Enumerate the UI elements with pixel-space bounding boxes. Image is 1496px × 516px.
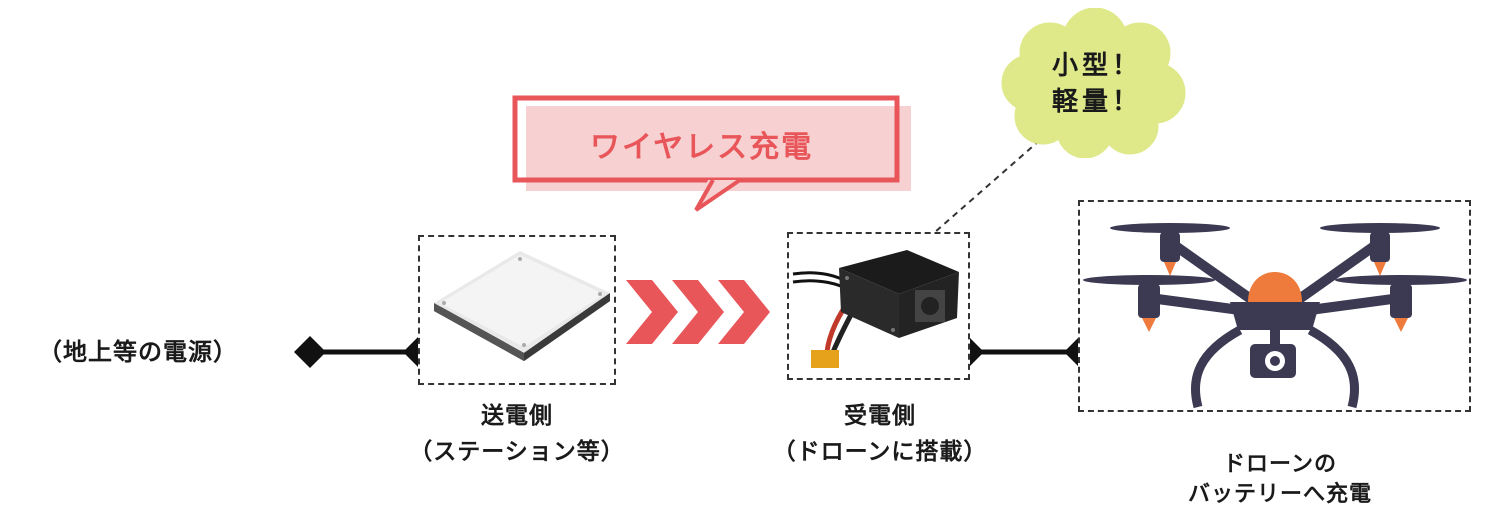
transmitter-title: 送電側 [481,403,553,429]
transmitter-box [418,235,616,385]
power-source-label: （地上等の電源） [38,338,238,366]
drone-subtitle: バッテリーへ充電 [1187,482,1372,507]
cloud-text: 小型！ 軽量！ [1032,48,1162,120]
receiver-title: 受電側 [844,403,916,429]
receiver-box [787,232,970,380]
chevron-arrows-icon [626,280,770,344]
cloud-pointer-line [934,139,1041,233]
drone-box [1078,200,1471,412]
receiver-module-icon [792,250,959,368]
cloud-line-light: 軽量！ [1051,87,1142,117]
wireless-callout [512,95,911,212]
transmitter-subtitle: （ステーション等） [409,439,625,465]
receiver-subtitle: （ドローンに搭載） [772,439,988,465]
drone-title: ドローンの [1223,452,1337,477]
cloud-callout [1001,8,1186,158]
callout-frame [512,95,900,183]
drone-icon [1083,223,1467,409]
callout-shadow [526,106,911,191]
charging-pad-icon [434,251,610,361]
cloud-line-small: 小型！ [1051,51,1142,81]
diamond-connector-icon [294,336,326,368]
wireless-charging-label: ワイヤレス充電 [590,130,814,165]
